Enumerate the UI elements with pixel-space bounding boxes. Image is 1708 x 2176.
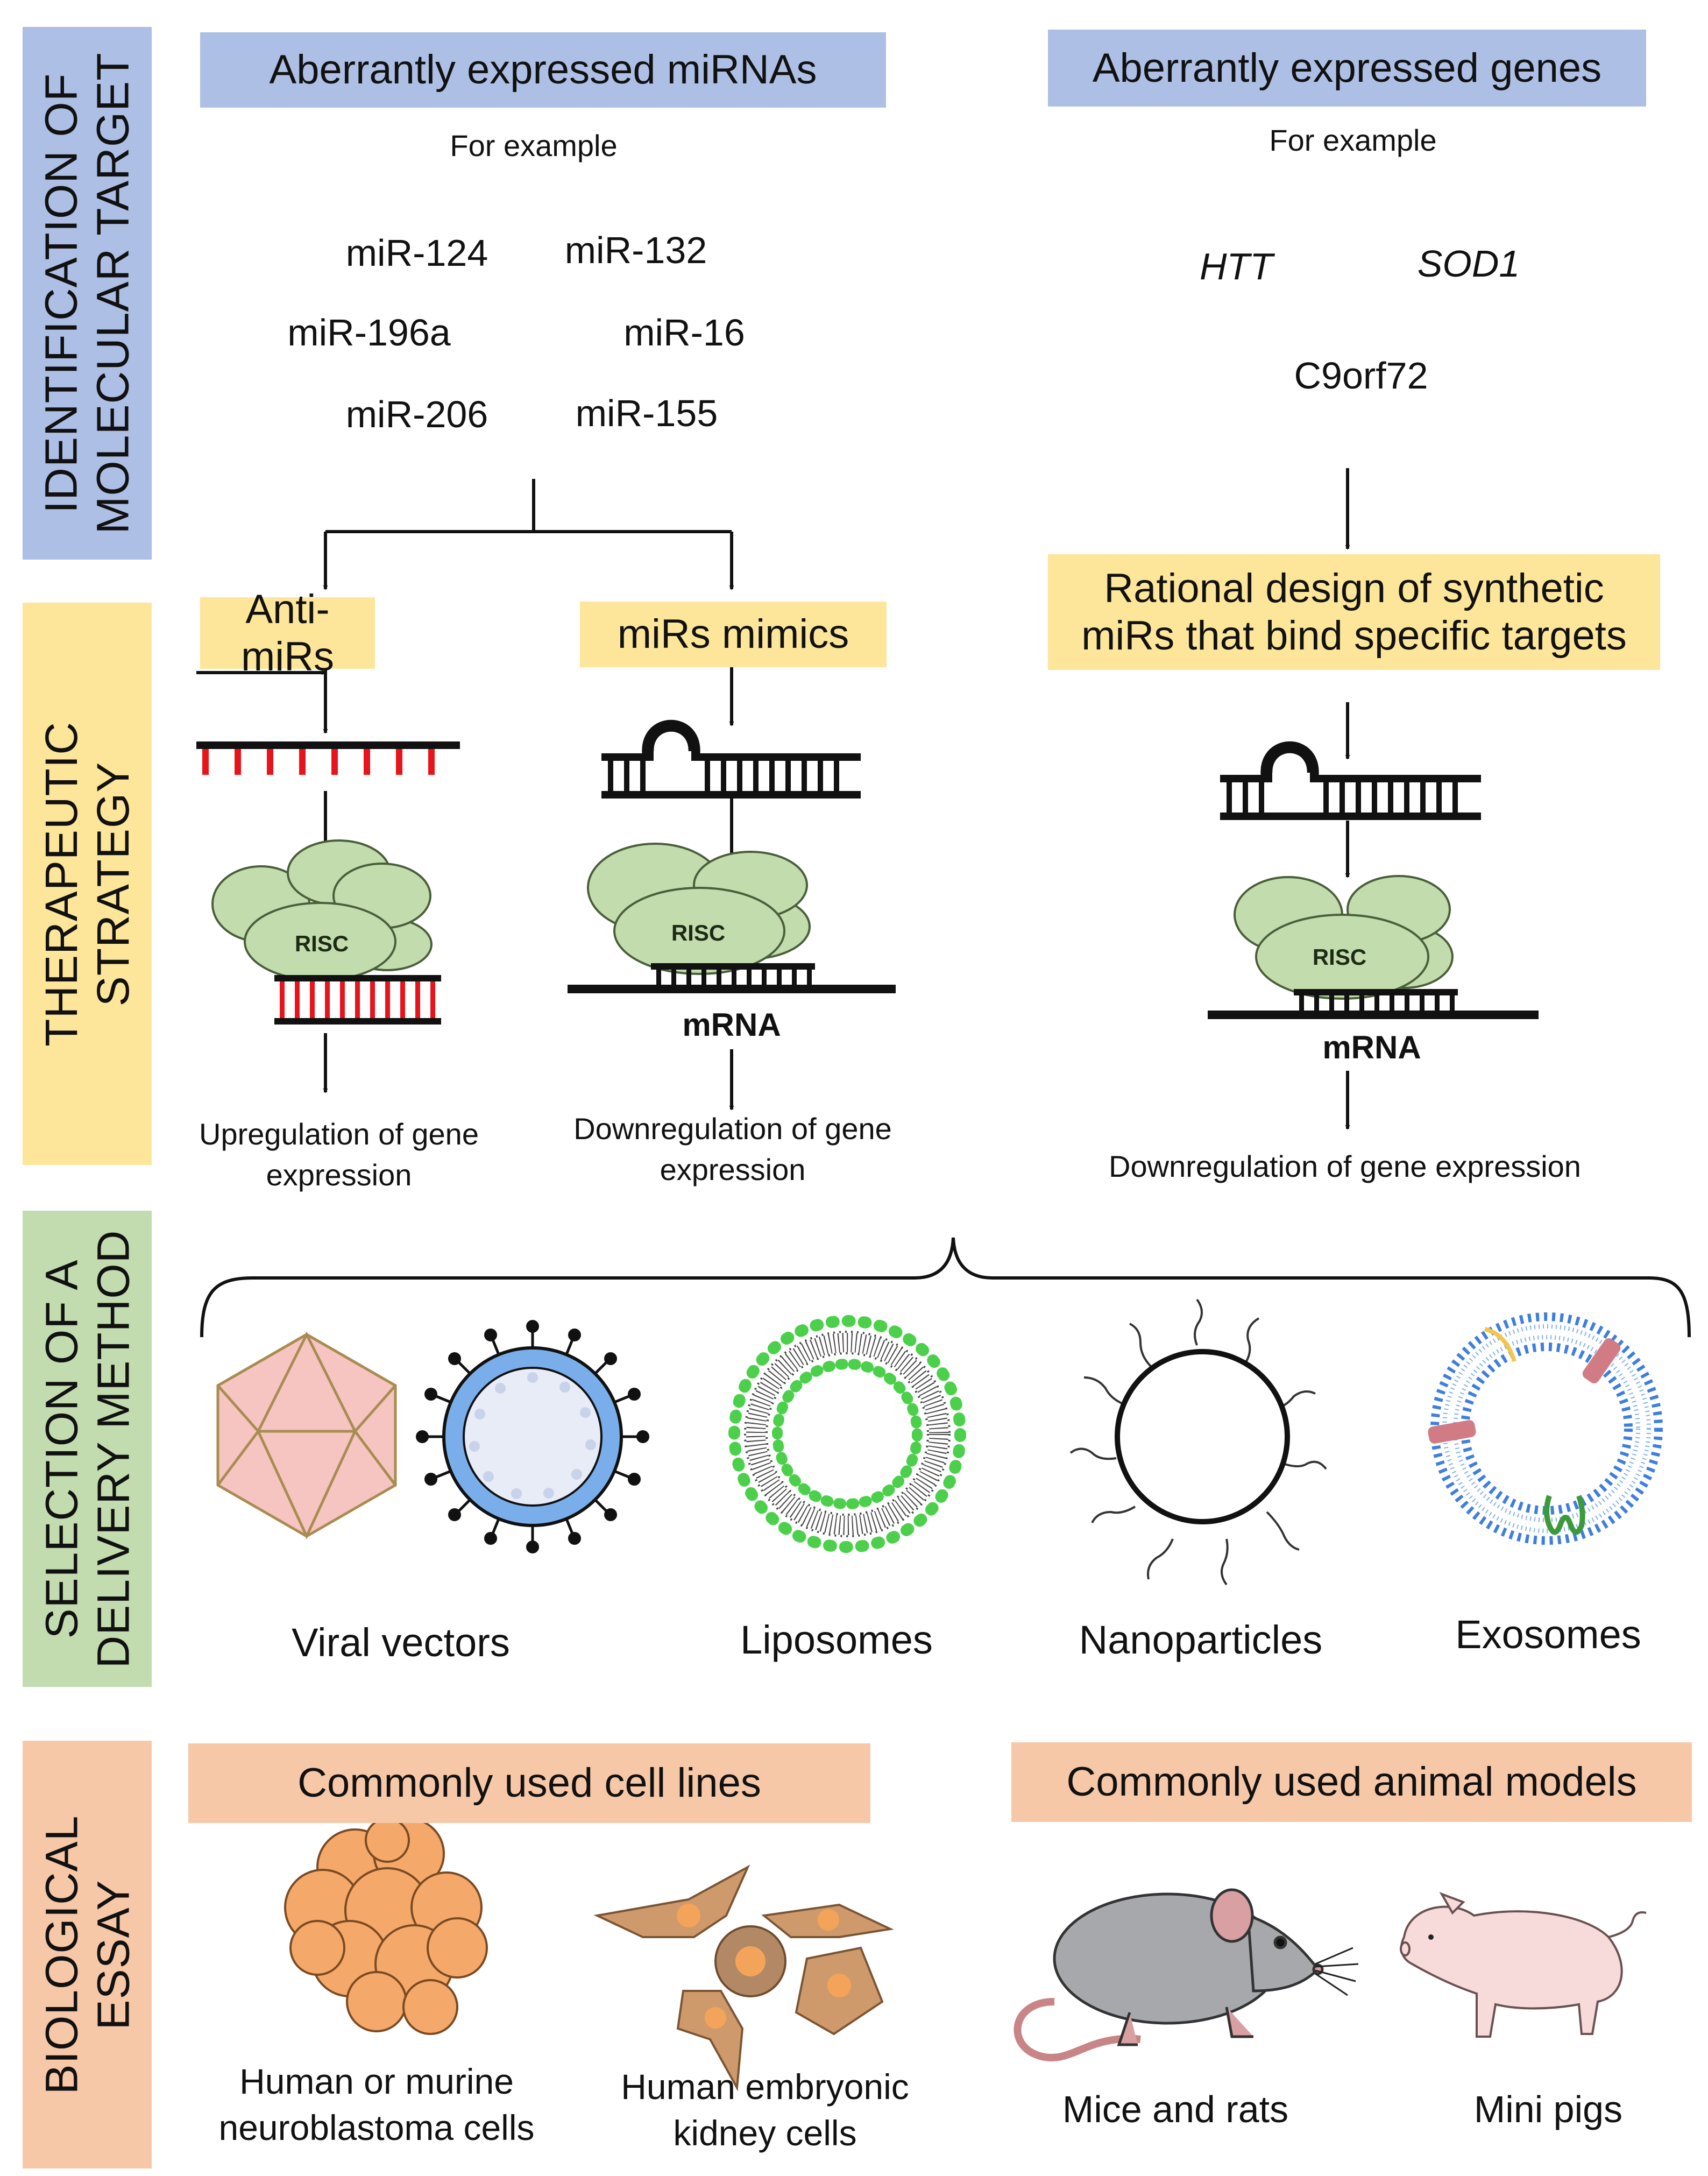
mice-label: Mice and rats [1062, 2088, 1289, 2130]
anti-mirs-box: Anti-miRs [200, 587, 375, 680]
upregulation-line2: expression [266, 1158, 412, 1192]
kidney-line1: Human embryonic [621, 2067, 909, 2107]
mini-pig-icon [1400, 1892, 1647, 2038]
mirna-item: miR-155 [575, 392, 718, 434]
mrna-strand-icon [1208, 989, 1539, 1019]
downregulation-line1: Downregulation of gene [573, 1112, 892, 1146]
gene-item: HTT [1199, 245, 1273, 287]
mrna-label: mRNA [1322, 1029, 1421, 1065]
kidney-cells-icon [593, 1864, 894, 2092]
anti-mir-duplex-icon [274, 975, 441, 1025]
neuroblastoma-cells-icon [284, 1818, 488, 2035]
mirna-item: miR-196a [287, 312, 451, 354]
downregulation-line2: expression [660, 1153, 806, 1186]
icosahedron-virus-icon [216, 1331, 397, 1539]
neuroblastoma-line2: neuroblastoma cells [218, 2108, 535, 2147]
mrna-strand-icon [568, 963, 896, 993]
synthetic-mir-hairpin-icon [1220, 741, 1481, 820]
downregulation-full-text: Downregulation of gene expression [1109, 1149, 1581, 1183]
mirna-item: miR-16 [623, 312, 745, 354]
mirna-item: miR-124 [345, 232, 488, 274]
risc-complex-icon [211, 839, 433, 981]
mimics-box: miRs mimics [580, 602, 887, 667]
risc-complex-icon [587, 843, 811, 975]
nanoparticles-label: Nanoparticles [1079, 1617, 1323, 1662]
mirnas-header: Aberrantly expressed miRNAs [200, 32, 886, 108]
viral-vectors-label: Viral vectors [292, 1620, 510, 1665]
gene-item: SOD1 [1417, 243, 1520, 285]
cell-lines-header: Commonly used cell lines [188, 1743, 870, 1823]
gene-item: C9orf72 [1294, 355, 1428, 397]
example-left: For example [450, 129, 618, 163]
upregulation-text: Upregulation of gene expression [199, 1114, 479, 1196]
risc-complex-icon [1234, 875, 1454, 1000]
curly-brace-icon [200, 1237, 1691, 1338]
anti-mir-icon [196, 741, 460, 775]
nanoparticle-icon [1069, 1298, 1327, 1586]
genes-header: Aberrantly expressed genes [1048, 30, 1646, 107]
rational-line2: miRs that bind specific targets [1081, 612, 1627, 659]
upregulation-line1: Upregulation of gene [199, 1117, 479, 1151]
mimic-hairpin-icon [601, 719, 861, 799]
liposome-icon [728, 1315, 966, 1553]
liposomes-label: Liposomes [740, 1617, 933, 1662]
rational-line1: Rational design of synthetic [1104, 565, 1604, 611]
neuroblastoma-label: Human or murine neuroblastoma cells [219, 2058, 535, 2151]
downregulation-text: Downregulation of gene expression [573, 1108, 892, 1190]
exosomes-label: Exosomes [1455, 1612, 1641, 1657]
exosome-icon [1428, 1312, 1663, 1545]
risc-label: RISC [294, 931, 349, 956]
animal-models-header: Commonly used animal models [1011, 1742, 1692, 1822]
example-right: For example [1269, 123, 1437, 157]
mirna-item: miR-206 [345, 393, 488, 435]
neuroblastoma-line1: Human or murine [239, 2061, 514, 2101]
pigs-label: Mini pigs [1473, 2088, 1623, 2130]
mouse-icon [1014, 1888, 1359, 2062]
risc-label: RISC [671, 920, 726, 945]
kidney-label: Human embryonic kidney cells [621, 2064, 909, 2156]
rational-design-box: Rational design of synthetic miRs that b… [1048, 554, 1660, 670]
mirna-item: miR-132 [564, 229, 707, 271]
branch-arrows [323, 468, 1350, 590]
mrna-label: mRNA [682, 1007, 781, 1043]
enveloped-virus-icon [416, 1320, 649, 1553]
risc-label: RISC [1312, 944, 1367, 970]
kidney-line2: kidney cells [673, 2113, 857, 2153]
